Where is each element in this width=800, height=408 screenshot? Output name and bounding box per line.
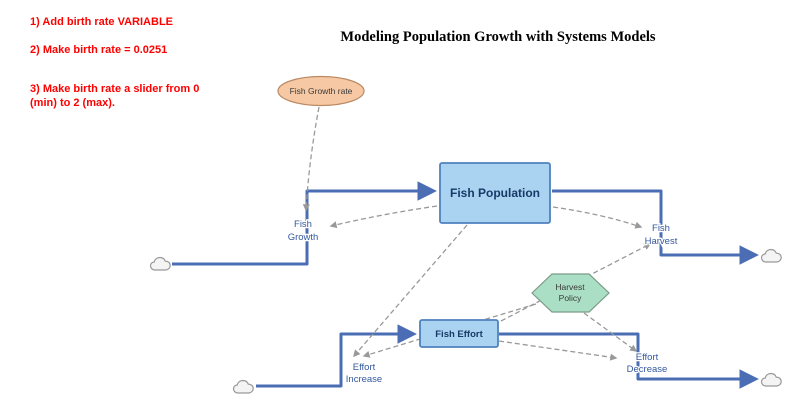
flow-effort-decrease-label-line2[interactable]: Decrease [625,363,668,377]
flow-fish-growth[interactable] [172,181,437,266]
flow-effort-increase-label[interactable]: Effort Increase [345,361,384,387]
variable-fish-growth-rate[interactable] [277,75,365,107]
link-growthrate-to-fishgrowth[interactable] [302,106,320,212]
flow-fish-harvest-label-line1[interactable]: Fish [651,222,671,236]
flow-fish-growth-label[interactable]: Fish Growth [286,218,319,245]
flow-fish-harvest-label-line2[interactable]: Harvest [643,235,679,249]
flow-effort-decrease-label-line1[interactable]: Effort [634,351,659,365]
link-population-to-fishharvest[interactable] [552,206,643,229]
instruction-step-1: 1) Add birth rate VARIABLE [30,16,174,28]
policy-harvest-label-line1: Harvest [555,282,585,292]
flow-effort-increase-label-line2[interactable]: Increase [345,373,384,387]
stock-fish-effort-label: Fish Effort [435,329,483,340]
cloud-effort-decrease-sink[interactable] [760,372,782,387]
instruction-step-3-line-a: 3) Make birth rate a slider from 0 [30,83,200,95]
flow-effort-increase[interactable] [256,324,417,388]
link-population-to-fishgrowth[interactable] [329,205,438,229]
flow-effort-decrease-label[interactable]: Effort Decrease [625,351,668,377]
variable-fish-growth-rate-label: Fish Growth rate [290,86,353,96]
cloud-fish-growth-source[interactable] [149,256,171,271]
policy-harvest-label-line2: Policy [559,293,582,303]
instruction-step-2: 2) Make birth rate = 0.0251 [30,44,168,56]
link-population-to-effortincrease[interactable] [353,224,468,358]
flow-fish-harvest-label[interactable]: Fish Harvest [643,222,679,249]
flow-fish-growth-label-line1[interactable]: Fish [293,218,313,232]
instruction-step-3-line-b: (min) to 2 (max). [30,97,115,109]
flow-fish-harvest[interactable] [552,189,759,265]
stock-fish-population[interactable] [439,162,551,224]
stock-fish-population-label: Fish Population [450,186,540,200]
flow-effort-decrease[interactable] [499,332,759,389]
cloud-effort-increase-source[interactable] [232,379,254,394]
page-title: Modeling Population Growth with Systems … [340,29,656,45]
policy-harvest[interactable] [531,273,610,313]
cloud-fish-harvest-sink[interactable] [760,248,782,263]
link-harvestpolicy-to-effortdecrease[interactable] [583,312,638,352]
flow-effort-increase-label-line1[interactable]: Effort [351,361,376,375]
link-fisheffort-to-effortdecrease[interactable] [498,340,618,361]
instruction-step-3: 3) Make birth rate a slider from 0 (min)… [30,82,250,110]
flow-fish-growth-label-line2[interactable]: Growth [286,231,319,245]
stock-fish-effort[interactable] [419,319,499,348]
